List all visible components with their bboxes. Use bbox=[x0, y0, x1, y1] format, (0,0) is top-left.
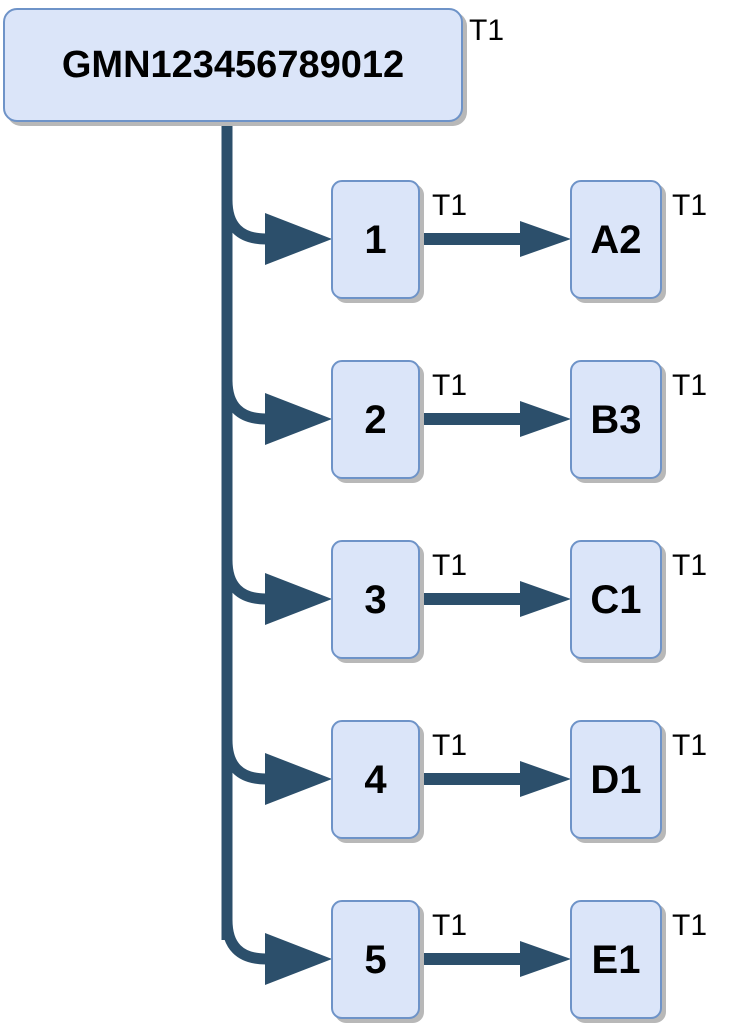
node-mid-5[interactable]: 5 bbox=[331, 900, 420, 1019]
link-tag-3: T1 bbox=[432, 549, 468, 582]
branch-connector-4 bbox=[221, 739, 332, 805]
branch-connector-3 bbox=[221, 559, 332, 625]
link-tag-1: T1 bbox=[432, 189, 468, 222]
node-mid-2[interactable]: 2 bbox=[331, 360, 420, 479]
node-end-3-label: C1 bbox=[590, 577, 642, 622]
node-mid-1-label: 1 bbox=[364, 217, 387, 262]
node-end-2-tag: T1 bbox=[672, 369, 708, 402]
node-end-1-label: A2 bbox=[590, 217, 642, 262]
node-mid-3-label: 3 bbox=[364, 577, 387, 622]
node-end-3[interactable]: C1 bbox=[570, 540, 662, 659]
node-mid-4[interactable]: 4 bbox=[331, 720, 420, 839]
link-tag-4: T1 bbox=[432, 729, 468, 762]
branch-connector-2 bbox=[221, 379, 332, 445]
link-tag-5: T1 bbox=[432, 909, 468, 942]
link-connector-1 bbox=[419, 221, 571, 257]
node-root-tag: T1 bbox=[469, 14, 505, 47]
node-end-5-label: E1 bbox=[591, 937, 641, 982]
branch-connector-5 bbox=[221, 919, 332, 985]
link-connector-3 bbox=[419, 581, 571, 617]
node-end-4[interactable]: D1 bbox=[570, 720, 662, 839]
branch-connector-1 bbox=[221, 199, 332, 265]
node-end-3-tag: T1 bbox=[672, 549, 708, 582]
node-end-4-tag: T1 bbox=[672, 729, 708, 762]
node-end-5-tag: T1 bbox=[672, 909, 708, 942]
node-root[interactable]: GMN123456789012 bbox=[3, 8, 463, 122]
node-end-4-label: D1 bbox=[590, 757, 642, 802]
link-tag-2: T1 bbox=[432, 369, 468, 402]
node-mid-1[interactable]: 1 bbox=[331, 180, 420, 299]
node-end-1-tag: T1 bbox=[672, 189, 708, 222]
node-mid-3[interactable]: 3 bbox=[331, 540, 420, 659]
link-connector-4 bbox=[419, 761, 571, 797]
node-end-2-label: B3 bbox=[590, 397, 642, 442]
node-end-2[interactable]: B3 bbox=[570, 360, 662, 479]
node-mid-5-label: 5 bbox=[364, 937, 387, 982]
link-connector-2 bbox=[419, 401, 571, 437]
node-end-5[interactable]: E1 bbox=[570, 900, 662, 1019]
node-mid-4-label: 4 bbox=[364, 757, 387, 802]
node-end-1[interactable]: A2 bbox=[570, 180, 662, 299]
node-root-label: GMN123456789012 bbox=[61, 44, 405, 86]
node-mid-2-label: 2 bbox=[364, 397, 387, 442]
link-connector-5 bbox=[419, 941, 571, 977]
